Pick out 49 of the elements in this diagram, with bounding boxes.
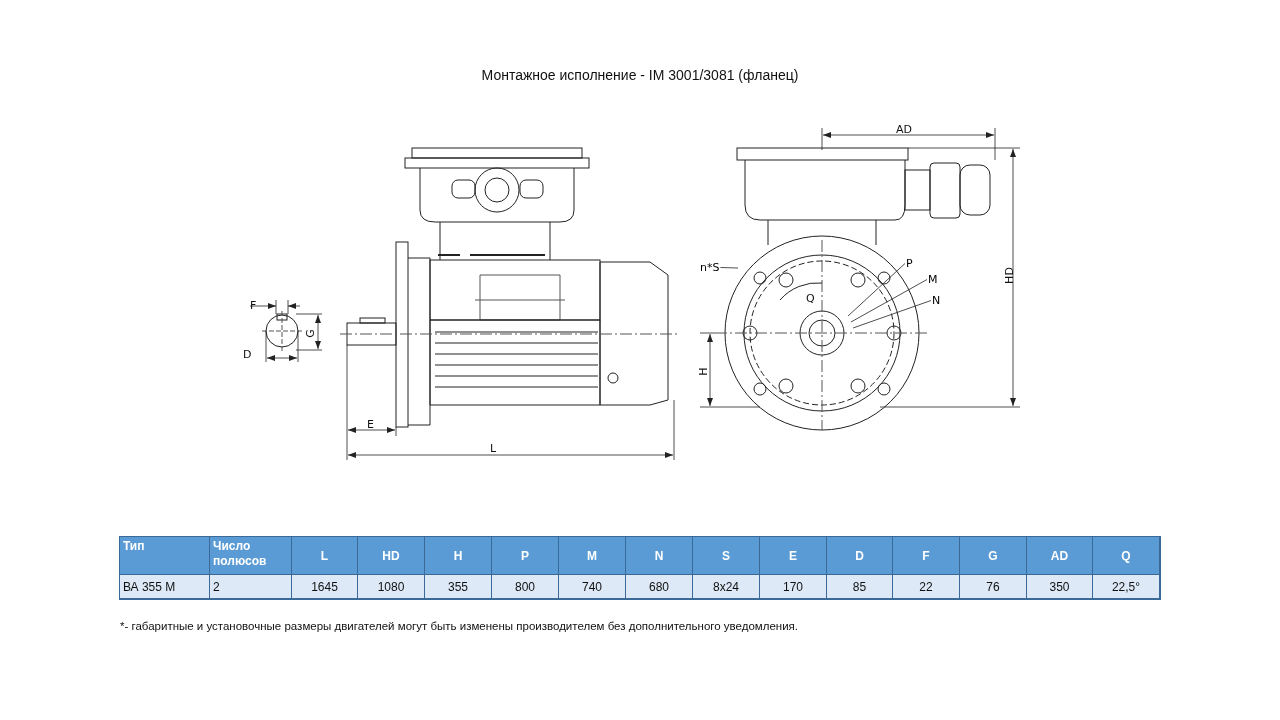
dimension-label: N	[932, 295, 941, 306]
dimension-label: n*S	[700, 262, 720, 273]
leader-line	[847, 263, 906, 317]
table-header-cell: Q	[1093, 537, 1160, 575]
leader-line	[850, 279, 928, 323]
leader-line	[852, 300, 932, 329]
table-cell: 1645	[292, 575, 358, 599]
dimension-label: H	[697, 367, 709, 376]
leader-line	[720, 267, 739, 269]
table-header-cell: Тип	[120, 537, 210, 575]
dimension-label: M	[928, 274, 938, 285]
dimension-label: HD	[1003, 267, 1015, 284]
dimension-label: L	[490, 443, 497, 454]
table-cell: 85	[827, 575, 893, 599]
table-header-cell: D	[827, 537, 893, 575]
dimension-label: G	[304, 329, 316, 338]
table-header-cell: AD	[1027, 537, 1093, 575]
table-cell: 76	[960, 575, 1027, 599]
table-cell: 350	[1027, 575, 1093, 599]
table-header-cell: M	[559, 537, 626, 575]
table-cell: 22	[893, 575, 960, 599]
table-cell: 740	[559, 575, 626, 599]
table-cell: 680	[626, 575, 693, 599]
dimension-label: F	[250, 300, 257, 311]
dimension-label: P	[906, 258, 913, 269]
footnote: *- габаритные и установочные размеры двигателей могут быть изменены производителем без дополнительного уведомления.	[120, 621, 798, 633]
dimension-label: D	[243, 349, 252, 360]
dimension-label: Q	[806, 293, 815, 304]
diagram-title: Монтажное исполнение - IM 3001/3081 (фланец)	[480, 68, 800, 82]
table-cell: 1080	[358, 575, 425, 599]
table-header-cell: N	[626, 537, 693, 575]
table-cell: 2	[210, 575, 292, 599]
table-cell: 22,5°	[1093, 575, 1160, 599]
table-cell: 8x24	[693, 575, 760, 599]
table-cell: 170	[760, 575, 827, 599]
table-header-cell: P	[492, 537, 559, 575]
table-header-cell: F	[893, 537, 960, 575]
table-header-cell: L	[292, 537, 358, 575]
table-cell: 355	[425, 575, 492, 599]
table-header-cell: Число полюсов	[210, 537, 292, 575]
table-header-cell: S	[693, 537, 760, 575]
table-header-cell: H	[425, 537, 492, 575]
table-header-cell: E	[760, 537, 827, 575]
dimension-label: E	[367, 419, 374, 430]
table-header-cell: G	[960, 537, 1027, 575]
dimension-label: AD	[896, 124, 912, 135]
table-header-cell: HD	[358, 537, 425, 575]
table-cell: 800	[492, 575, 559, 599]
table-cell: ВА 355 М	[120, 575, 210, 599]
